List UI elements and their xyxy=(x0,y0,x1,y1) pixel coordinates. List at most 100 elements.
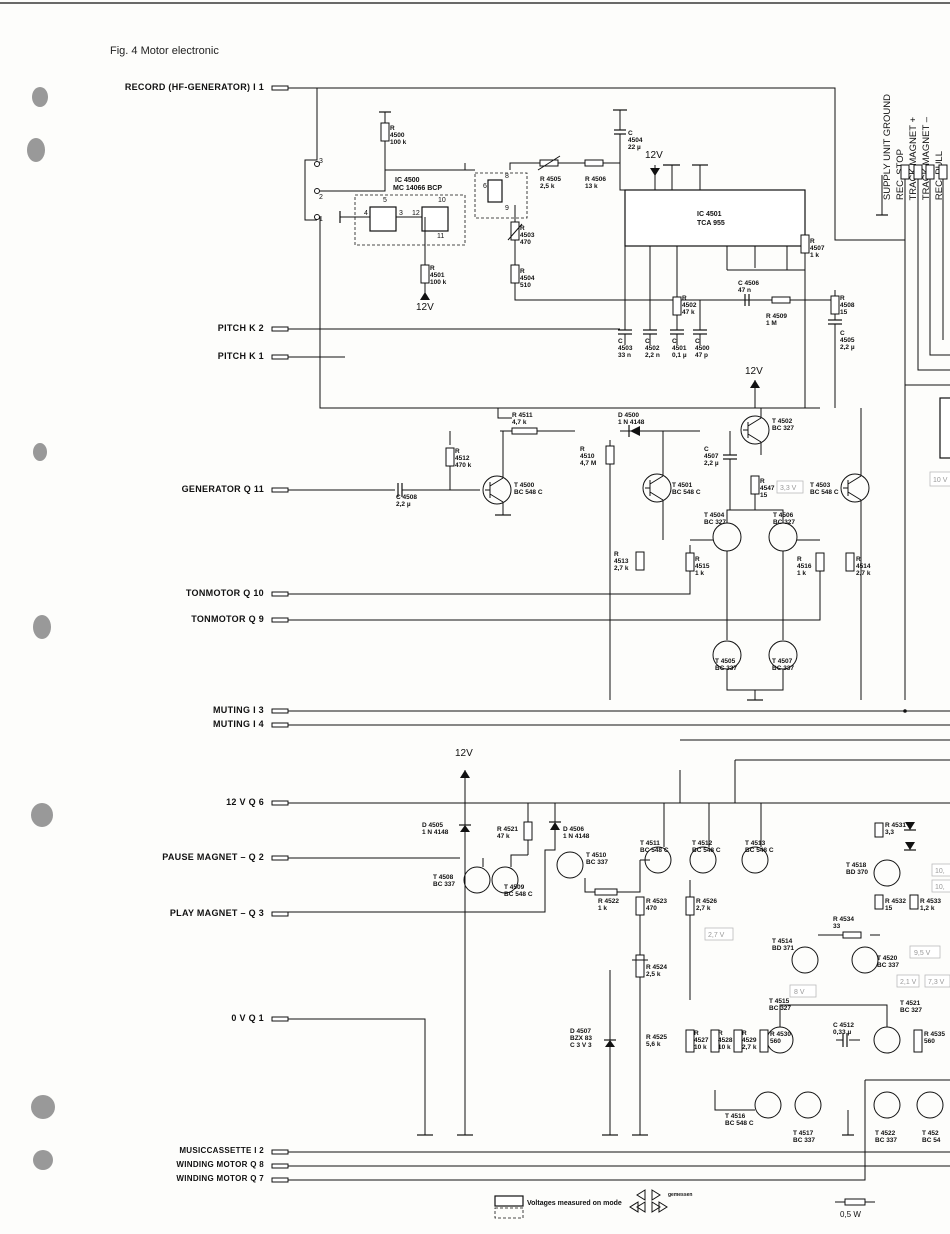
connector-play-label: PLAY MAGNET – Q 3 xyxy=(169,908,264,918)
legend-solid-box xyxy=(494,1195,524,1207)
legend-arrows-icon xyxy=(629,1189,668,1213)
component-label-r4502: R 4502 47 k xyxy=(682,295,697,316)
component-label-r4534: R 4534 33 xyxy=(833,916,854,930)
connector-stubs xyxy=(271,85,289,1183)
connector-stub xyxy=(271,708,289,714)
connector-stub xyxy=(271,1016,289,1022)
component-label-r4533: R 4533 1,2 k xyxy=(920,898,941,912)
binder-hole xyxy=(31,803,53,827)
component-label-r4526: R 4526 2,7 k xyxy=(696,898,717,912)
connector-stub xyxy=(271,911,289,917)
component-label-t4511: T 4511 BC 548 C xyxy=(640,840,669,854)
connector-stub xyxy=(271,800,289,806)
figure-title: Fig. 4 Motor electronic xyxy=(110,45,219,57)
svg-text:9,5 V: 9,5 V xyxy=(914,950,931,957)
component-label-t4521: T 4521 BC 327 xyxy=(900,1000,923,1014)
component-label-r4514: R 4514 2,7 k xyxy=(856,556,871,577)
connector-stub xyxy=(271,1149,289,1155)
component-label-t4501: T 4501 BC 548 C xyxy=(672,482,701,496)
connector-musiccassette-label: MUSICCASSETTE I 2 xyxy=(179,1146,264,1155)
svg-text:2,7 V: 2,7 V xyxy=(708,932,725,939)
component-label-t4502: T 4502 BC 327 xyxy=(772,418,795,432)
supply-label-lower-12v: 12V xyxy=(455,748,473,759)
component-label-t4506: T 4506 BC 327 xyxy=(773,512,796,526)
legend-power-rating: 0,5 W xyxy=(840,1210,861,1219)
svg-text:1: 1 xyxy=(319,216,323,223)
svg-text:12: 12 xyxy=(412,210,420,217)
component-label-r4527: R 4527 10 k xyxy=(694,1030,709,1051)
component-label-c4502: C 4502 2,2 n xyxy=(645,338,660,359)
connector-winding-q8-label: WINDING MOTOR Q 8 xyxy=(176,1160,264,1169)
component-label-r4510: R 4510 4,7 M xyxy=(580,446,597,467)
connector-generator-label: GENERATOR Q 11 xyxy=(181,484,264,494)
component-label-t4513: T 4513 BC 548 C xyxy=(745,840,774,854)
component-label-r4511: R 4511 4,7 k xyxy=(512,412,533,426)
connector-record-label: RECORD (HF-GENERATOR) I 1 xyxy=(124,82,264,92)
component-label-t4510: T 4510 BC 337 xyxy=(586,852,609,866)
ic4501-pins xyxy=(624,164,806,320)
connector-0v-label: 0 V Q 1 xyxy=(231,1013,264,1023)
component-label-r4512: R 4512 470 k xyxy=(455,448,472,469)
component-label-r4503: R 4503 470 xyxy=(520,225,535,246)
svg-text:11: 11 xyxy=(437,233,444,240)
component-label-r4523: R 4523 470 xyxy=(646,898,667,912)
component-label-t452x: T 452 BC 54 xyxy=(922,1130,941,1144)
svg-text:4: 4 xyxy=(364,210,368,217)
component-label-r4513: R 4513 2,7 k xyxy=(614,551,629,572)
component-label-r4507: R 4507 1 k xyxy=(810,238,825,259)
component-label-c4507: C 4507 2,2 µ xyxy=(704,446,719,467)
component-label-r4528: R 4528 10 k xyxy=(718,1030,733,1051)
svg-text:3,3 V: 3,3 V xyxy=(780,485,797,492)
connector-tonmotor-q9-label: TONMOTOR Q 9 xyxy=(191,614,264,624)
component-label-r4529: R 4529 2,7 k xyxy=(742,1030,757,1051)
svg-text:7,3 V: 7,3 V xyxy=(928,979,945,986)
component-label-r4509: R 4509 1 M xyxy=(766,313,787,327)
connector-stub xyxy=(271,326,289,332)
component-label-c4501: C 4501 0,1 µ xyxy=(672,338,687,359)
component-label-c4512: C 4512 0,33 µ xyxy=(833,1022,854,1036)
ic4501-box xyxy=(624,189,806,247)
component-label-t4522: T 4522 BC 337 xyxy=(875,1130,898,1144)
connector-pitch-k1-label: PITCH K 1 xyxy=(217,351,264,361)
binder-hole xyxy=(31,1095,55,1119)
svg-text:9: 9 xyxy=(505,205,509,212)
component-label-r4532: R 4532 15 xyxy=(885,898,906,912)
component-label-r4521: R 4521 47 k xyxy=(497,826,518,840)
svg-text:10: 10 xyxy=(438,197,446,204)
component-label-t4515: T 4515 BC 327 xyxy=(769,998,792,1012)
component-label-t4503: T 4503 BC 548 C xyxy=(810,482,839,496)
legend-text: Voltages measured on mode xyxy=(527,1200,622,1207)
component-label-c4506: C 4506 47 n xyxy=(738,280,759,294)
ic4501-label-type: TCA 955 xyxy=(697,220,725,227)
svg-text:6: 6 xyxy=(483,183,487,190)
connector-stub xyxy=(271,354,289,360)
component-label-r4500: R 4500 100 k xyxy=(390,125,407,146)
connector-winding-q7-label: WINDING MOTOR Q 7 xyxy=(176,1174,264,1183)
supply-label-ic4501-12v: 12V xyxy=(645,150,663,161)
connector-stub xyxy=(271,722,289,728)
connector-tonmotor-q10-label: TONMOTOR Q 10 xyxy=(185,588,264,598)
component-label-r4531: R 4531 3,3 xyxy=(885,822,906,836)
binder-hole xyxy=(33,443,47,461)
component-label-c4500: C 4500 47 p xyxy=(695,338,710,359)
connector-12v-label: 12 V Q 6 xyxy=(226,797,264,807)
component-label-t4508: T 4508 BC 337 xyxy=(433,874,456,888)
right-bus: 10 V xyxy=(876,164,950,700)
lower-section: 2,7 V 8 V 2,1 V 7,3 V 9,5 V xyxy=(288,739,950,1181)
component-label-t4505: T 4505 BC 337 xyxy=(715,658,738,672)
supply-label-r4501-12v: 12V xyxy=(416,302,434,313)
svg-text:2: 2 xyxy=(319,194,323,201)
svg-text:10,: 10, xyxy=(935,884,945,891)
component-label-r4524: R 4524 2,5 k xyxy=(646,964,667,978)
component-label-t4517: T 4517 BC 337 xyxy=(793,1130,816,1144)
component-label-t4509: T 4509 BC 548 C xyxy=(504,884,533,898)
binder-hole xyxy=(32,87,48,107)
component-label-c4505: C 4505 2,2 µ xyxy=(840,330,855,351)
component-label-r4535: R 4535 560 xyxy=(924,1031,945,1045)
component-label-t4512: T 4512 BC 548 C xyxy=(692,840,721,854)
svg-text:3: 3 xyxy=(319,158,323,165)
component-label-d4500: D 4500 1 N 4148 xyxy=(618,412,645,426)
component-label-r4505: R 4505 2,5 k xyxy=(540,176,561,190)
component-label-c4504: C 4504 22 µ xyxy=(628,130,643,151)
